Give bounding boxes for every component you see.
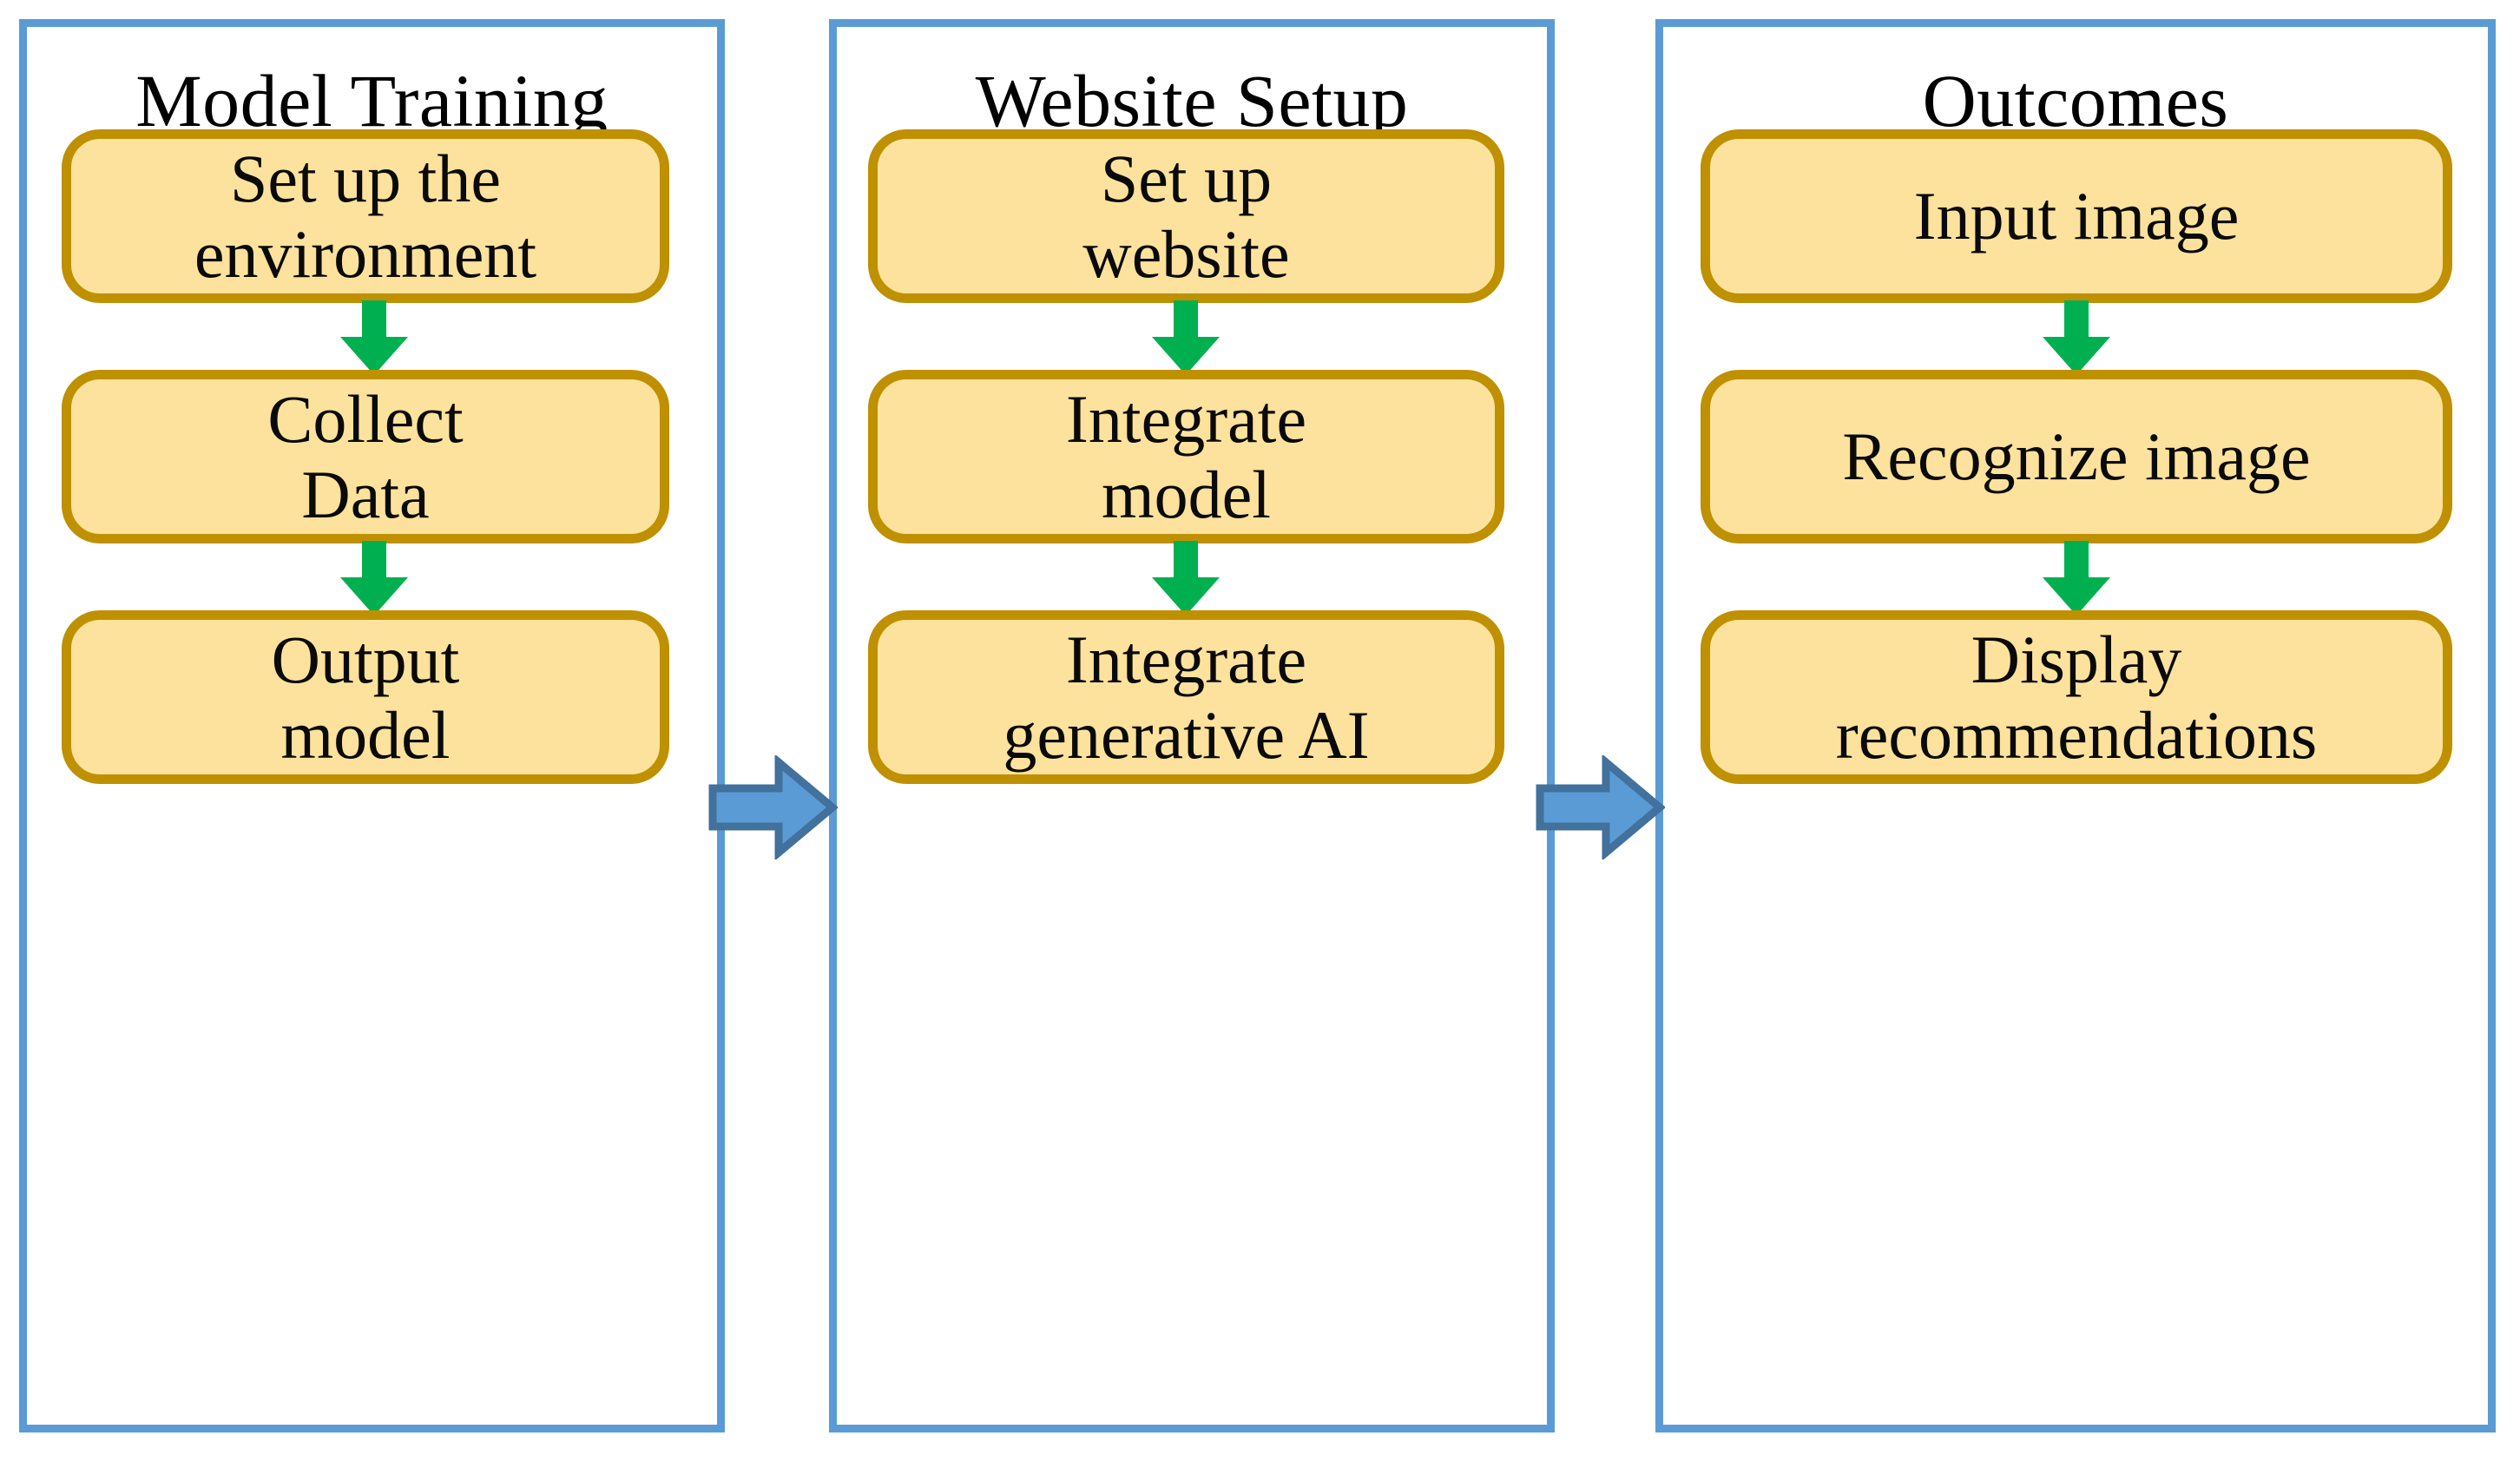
process-box-label: Recognize image [1842, 418, 2311, 495]
process-box-label: Input image [1913, 178, 2240, 254]
process-box-recognize-image[interactable]: Recognize image [1701, 370, 2452, 543]
stage-connector-right-block-arrow-icon [708, 755, 838, 859]
flow-arrow-down-icon [2043, 541, 2110, 616]
stage-title-model-training: Model Training [135, 59, 609, 142]
flow-arrow-down-icon [1152, 300, 1220, 375]
stage-title-website-setup: Website Setup [975, 59, 1409, 142]
stage-connector-right-block-arrow-icon [1536, 755, 1665, 859]
stage-title-outcomes: Outcomes [1922, 59, 2229, 142]
process-box-input-image[interactable]: Input image [1701, 129, 2452, 303]
flow-arrow-down-icon [340, 300, 408, 375]
flow-arrow-down-icon [1152, 541, 1220, 616]
stage-panel-outcomes: Outcomes Input image Recognize image Dis… [1655, 19, 2496, 1432]
flow-arrow-down-icon [2043, 300, 2110, 375]
flow-arrow-down-icon [340, 541, 408, 616]
